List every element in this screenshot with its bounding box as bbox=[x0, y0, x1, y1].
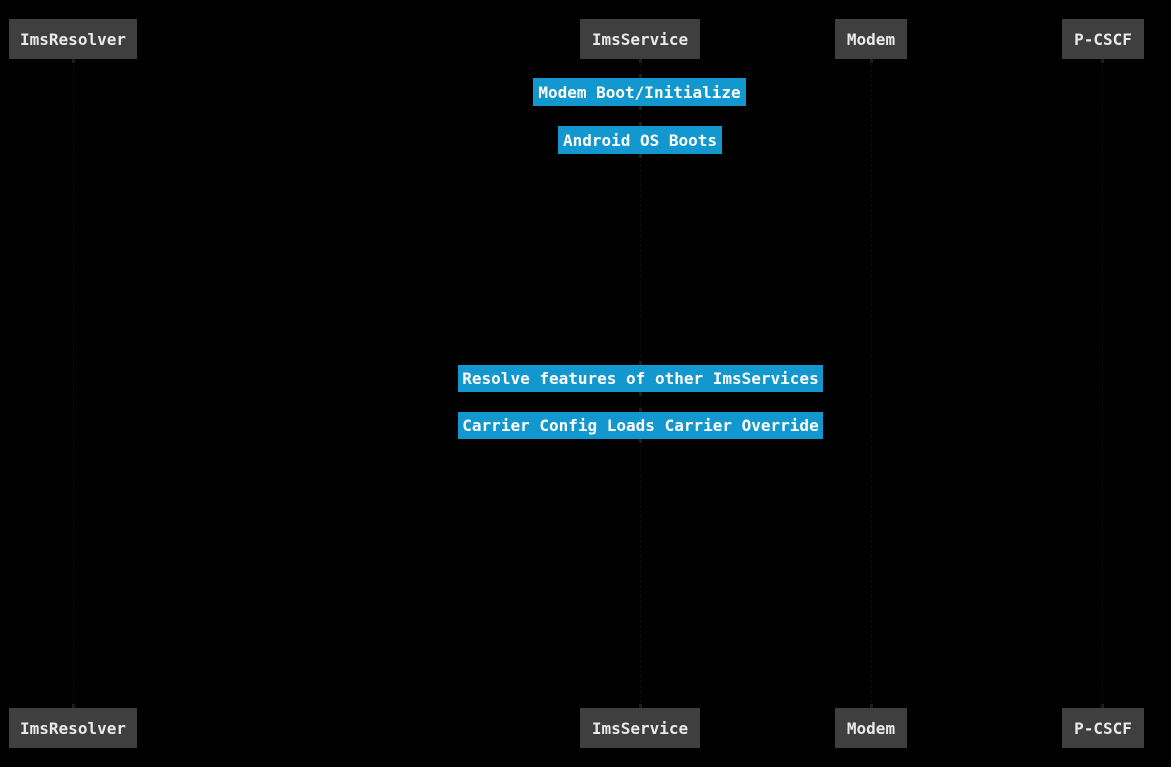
participant-p-cscf-bottom: P-CSCF bbox=[1062, 708, 1144, 748]
note-modem-boot-initialize: Modem Boot/Initialize bbox=[533, 78, 746, 106]
participant-p-cscf-top: P-CSCF bbox=[1062, 19, 1144, 59]
lifeline-stub bbox=[639, 392, 642, 396]
participant-label: Modem bbox=[846, 718, 896, 738]
note-label: Carrier Config Loads Carrier Override bbox=[462, 416, 819, 435]
participant-label: ImsResolver bbox=[20, 29, 126, 49]
participant-ims-resolver-bottom: ImsResolver bbox=[9, 708, 137, 748]
participant-modem-bottom: Modem bbox=[835, 708, 907, 748]
note-carrier-config-override: Carrier Config Loads Carrier Override bbox=[458, 412, 823, 439]
participant-ims-service-top: ImsService bbox=[580, 19, 700, 59]
lifeline-stub bbox=[870, 59, 873, 63]
participant-label: Modem bbox=[846, 29, 896, 49]
participant-label: ImsResolver bbox=[20, 718, 126, 738]
note-label: Resolve features of other ImsServices bbox=[462, 369, 819, 388]
participant-label: ImsService bbox=[591, 29, 689, 49]
participant-ims-service-bottom: ImsService bbox=[580, 708, 700, 748]
lifeline-stub bbox=[639, 74, 642, 78]
lifeline-p-cscf bbox=[1102, 59, 1103, 708]
participant-ims-resolver-top: ImsResolver bbox=[9, 19, 137, 59]
lifeline-stub bbox=[639, 106, 642, 110]
lifeline-stub bbox=[870, 704, 873, 708]
lifeline-modem bbox=[871, 59, 872, 708]
lifeline-stub bbox=[639, 59, 642, 63]
participant-label: P-CSCF bbox=[1074, 29, 1132, 49]
participant-modem-top: Modem bbox=[835, 19, 907, 59]
participant-label: P-CSCF bbox=[1074, 718, 1132, 738]
note-resolve-features: Resolve features of other ImsServices bbox=[458, 365, 823, 392]
lifeline-stub bbox=[639, 439, 642, 443]
lifeline-stub bbox=[639, 154, 642, 158]
lifeline-stub bbox=[639, 408, 642, 412]
lifeline-stub bbox=[72, 704, 75, 708]
lifeline-ims-resolver bbox=[73, 59, 74, 708]
lifeline-stub bbox=[1101, 704, 1104, 708]
note-label: Modem Boot/Initialize bbox=[538, 82, 741, 102]
lifeline-stub bbox=[1101, 59, 1104, 63]
note-label: Android OS Boots bbox=[562, 130, 718, 150]
note-android-os-boots: Android OS Boots bbox=[558, 126, 722, 154]
lifeline-stub bbox=[72, 59, 75, 63]
lifeline-stub bbox=[639, 361, 642, 365]
lifeline-stub bbox=[639, 122, 642, 126]
participant-label: ImsService bbox=[591, 718, 689, 738]
lifeline-stub bbox=[639, 704, 642, 708]
